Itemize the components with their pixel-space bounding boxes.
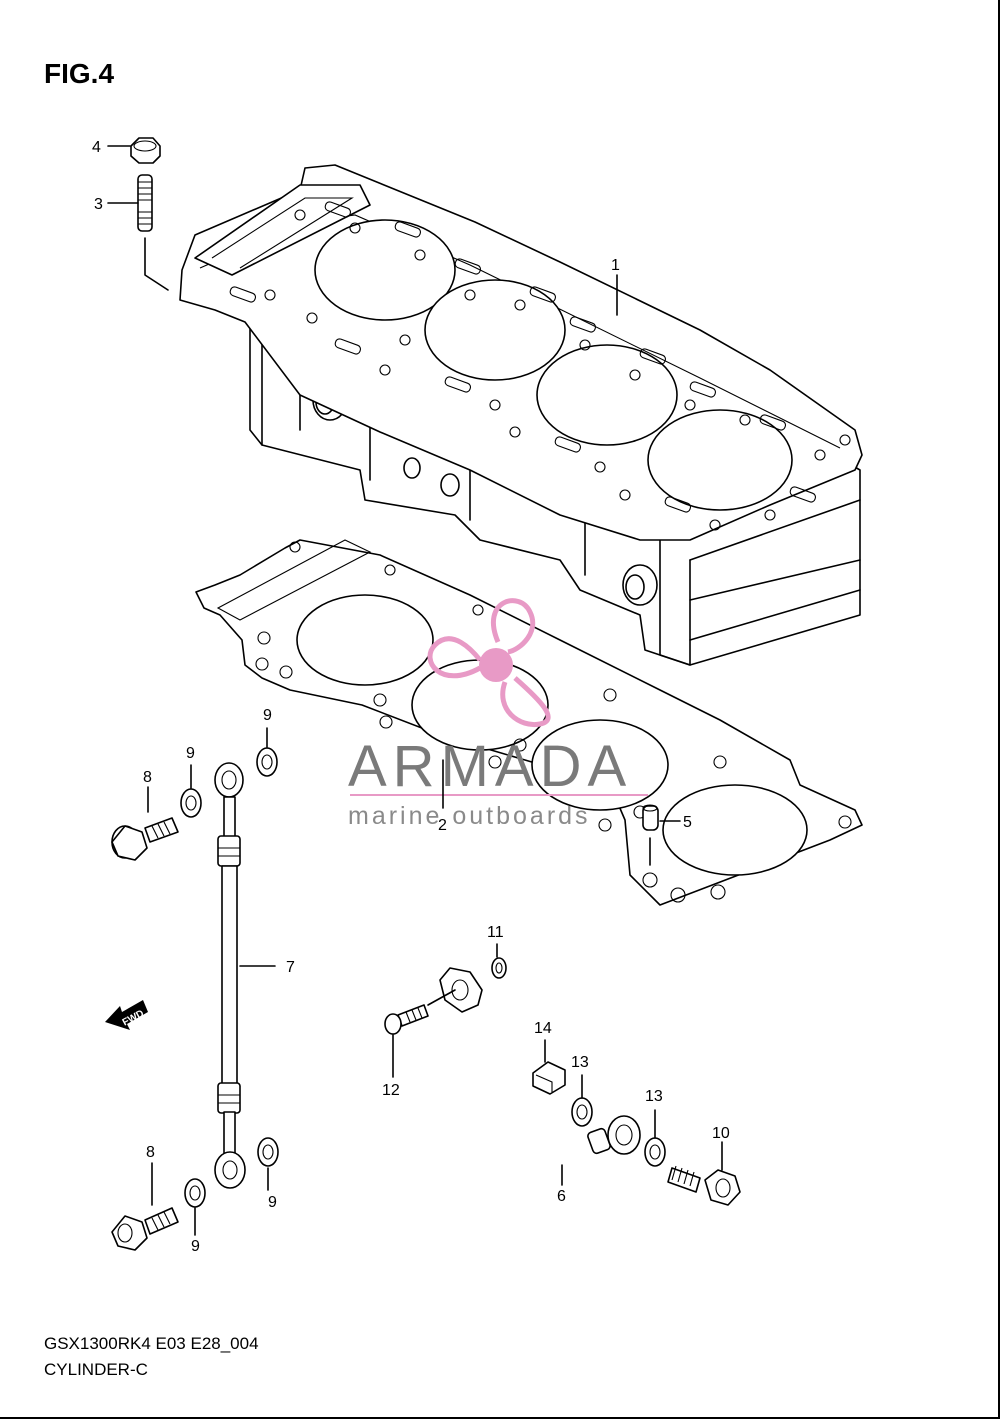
callout-5: 5 [683, 814, 692, 831]
dowel-pin-part [642, 804, 659, 866]
callout-6: 6 [557, 1188, 566, 1205]
nut-part [130, 137, 161, 164]
callout-9-upper-right: 9 [263, 707, 272, 724]
callout-10: 10 [712, 1125, 730, 1142]
watermark: ARMADA marine outboards [348, 598, 648, 830]
o-ring-part [491, 943, 507, 979]
gasket-rings-13 [571, 1074, 666, 1167]
callout-14: 14 [534, 1020, 552, 1037]
cylinder-block [179, 164, 863, 666]
callout-7: 7 [286, 959, 295, 976]
bolt-part [384, 989, 456, 1078]
callout-3: 3 [94, 196, 103, 213]
watermark-name: ARMADA [348, 734, 632, 799]
oil-hose-part [214, 762, 276, 1189]
callout-11: 11 [487, 924, 504, 941]
oil-pipe-part [439, 967, 641, 1186]
union-bolt-lower-part [111, 1162, 179, 1251]
callout-9-upper-left: 9 [186, 745, 195, 762]
section-name: CYLINDER-C [44, 1360, 148, 1379]
callout-4: 4 [92, 139, 101, 156]
callout-2: 2 [438, 817, 447, 834]
callout-9-lower-right: 9 [268, 1194, 277, 1211]
callout-8-upper: 8 [143, 769, 152, 786]
callout-13-upper: 13 [571, 1054, 589, 1071]
figure-title: FIG.4 [44, 58, 115, 89]
union-bolt-upper-part [111, 786, 179, 861]
gasket-rings-9 [180, 727, 279, 1236]
model-code: GSX1300RK4 E03 E28_004 [44, 1334, 259, 1353]
callout-12: 12 [382, 1082, 400, 1099]
stud-part [137, 174, 169, 291]
union-bolt-pipe-part [667, 1141, 741, 1206]
callout-13-lower: 13 [645, 1088, 663, 1105]
fwd-arrow-icon: FWD [105, 1000, 148, 1030]
callout-8-lower: 8 [146, 1144, 155, 1161]
propeller-logo-icon [427, 598, 551, 728]
cushion-part [532, 1039, 566, 1095]
callout-9-lower-left: 9 [191, 1238, 200, 1255]
watermark-tagline: marine outboards [348, 802, 591, 830]
callout-1: 1 [611, 257, 620, 274]
